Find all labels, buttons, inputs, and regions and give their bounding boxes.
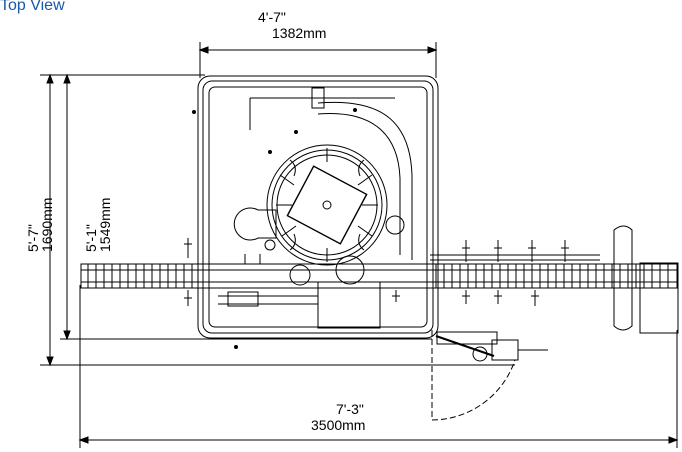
width-metric-label: 1382mm (272, 25, 327, 41)
length-imperial-label: 7'-3" (336, 401, 364, 417)
rotary-turret (266, 144, 388, 266)
feed-chute (311, 87, 413, 260)
length-dimension-line (78, 285, 679, 448)
width-dimension-line (198, 42, 438, 78)
fasteners (192, 108, 357, 349)
frame-depth-dimension-line (60, 73, 432, 341)
exit-guide (613, 225, 679, 334)
view-title: Top View (0, 0, 65, 14)
guide-brackets (184, 238, 569, 306)
length-metric-label: 3500mm (311, 417, 366, 433)
conveyor (80, 254, 678, 289)
door-arm (431, 330, 548, 421)
lower-mechanism (218, 281, 381, 329)
width-imperial-label: 4'-7" (258, 9, 286, 25)
overall-depth-dimension-line (40, 73, 515, 367)
